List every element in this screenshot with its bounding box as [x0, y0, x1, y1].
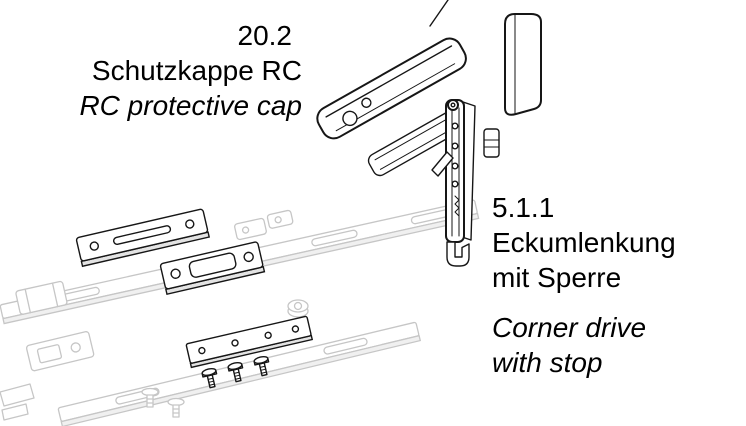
- edge-plate: [0, 383, 35, 407]
- clip-hole: [241, 226, 250, 234]
- screw-head: [253, 355, 269, 365]
- screw-shaft: [146, 394, 154, 408]
- roller-knob: [287, 299, 309, 318]
- bracket-hole: [70, 342, 81, 353]
- plate-hole: [170, 268, 181, 279]
- drive-faceplate: [445, 99, 465, 243]
- clip-hole: [274, 216, 282, 224]
- drive-pivot-center: [450, 102, 456, 108]
- rail-slot: [311, 229, 358, 247]
- clip-edge: [51, 282, 59, 308]
- screw-head: [227, 361, 243, 371]
- drive-rivet: [451, 162, 459, 170]
- screw-thread: [260, 368, 267, 371]
- screw: [201, 367, 218, 389]
- leader-line: [429, 0, 449, 27]
- screw-thread: [207, 377, 214, 380]
- part-name-de-protective-cap: Schutzkappe RC: [91, 55, 302, 86]
- edge-part-bottom-left: [0, 383, 35, 421]
- part-name-en-corner-drive-1: Corner drive: [492, 312, 647, 343]
- plate-boss: [188, 252, 237, 278]
- corner-drive: [431, 99, 476, 267]
- screw-thread: [260, 371, 267, 374]
- drive-rivet: [451, 142, 459, 150]
- screw-shaft: [172, 404, 180, 418]
- locking-plate: [185, 315, 314, 369]
- slide-plate: [75, 208, 211, 268]
- end-cap: [504, 13, 542, 116]
- clip-edge: [24, 288, 32, 314]
- drive-rivet: [451, 122, 459, 130]
- screw-thread: [259, 365, 266, 368]
- cap-hole-small: [361, 97, 372, 108]
- screw-light: [167, 397, 185, 418]
- label-corner-drive: 5.1.1 Eckumlenkung mit Sperre Corner dri…: [492, 190, 676, 380]
- screw-thread: [233, 371, 240, 374]
- stop-clip: [483, 128, 500, 158]
- clip-on-upper-rail: [15, 280, 68, 315]
- screw-thread: [208, 380, 215, 383]
- edge-plate: [1, 403, 29, 421]
- screw-head: [201, 367, 217, 377]
- label-protective-cap: 20.2 Schutzkappe RC RC protective cap: [0, 18, 302, 123]
- plate-hole: [264, 331, 272, 339]
- knob-hole: [293, 301, 303, 311]
- stop-clip-body: [483, 128, 500, 158]
- part-name-en-corner-drive-2: with stop: [492, 347, 603, 378]
- plate-body: [185, 315, 312, 364]
- drive-spring: [454, 195, 460, 217]
- label-spacer: [492, 295, 676, 310]
- screw-light: [141, 387, 159, 408]
- plate-hole: [243, 251, 254, 263]
- clip-pair-upper-rail: [234, 209, 294, 241]
- end-cap-body: [504, 13, 542, 116]
- plate-hole: [291, 325, 300, 333]
- cap-hole-large: [342, 110, 358, 127]
- screw: [227, 361, 244, 383]
- drive-rivet: [451, 180, 459, 188]
- screw: [253, 355, 270, 377]
- plate-hole: [89, 241, 99, 251]
- plate-hole: [231, 339, 239, 347]
- coupling-plate: [159, 241, 266, 296]
- rail-slot: [323, 337, 368, 355]
- protective-cap: [316, 37, 467, 140]
- drive-hook: [446, 241, 470, 267]
- drive-lever: [431, 151, 454, 177]
- clip-body: [234, 217, 267, 241]
- plate-slot: [112, 225, 172, 246]
- bracket-window: [36, 344, 63, 364]
- part-name-de-corner-drive-2: mit Sperre: [492, 262, 622, 293]
- part-number-corner-drive: 5.1.1: [492, 192, 555, 223]
- plate-hole: [185, 219, 195, 229]
- cap-ridge: [325, 45, 453, 118]
- part-number-protective-cap: 20.2: [237, 20, 293, 51]
- screw-thread: [234, 374, 241, 377]
- part-name-en-protective-cap: RC protective cap: [79, 90, 302, 121]
- corner-bracket: [25, 331, 95, 372]
- part-name-de-corner-drive-1: Eckumlenkung: [492, 227, 676, 258]
- screw-thread: [234, 377, 241, 380]
- screw-thread: [208, 383, 215, 386]
- plate-hole: [198, 346, 206, 355]
